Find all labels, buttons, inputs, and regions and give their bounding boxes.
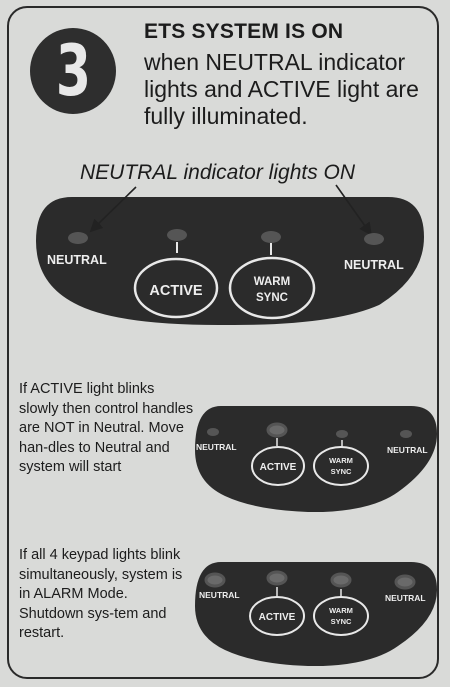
neutral-light-right-blinking (394, 574, 416, 590)
neutral-light-right (364, 233, 384, 245)
keypad-main: NEUTRAL NEUTRAL ACTIVE WARM SYNC (34, 175, 424, 335)
warm-label: WARM (329, 456, 353, 465)
keypad-small-alarm: NEUTRAL NEUTRAL ACTIVE WARM SYNC (193, 558, 439, 670)
neutral-light-left (207, 428, 219, 436)
warm-label: WARM (329, 606, 353, 615)
sync-label: SYNC (256, 292, 288, 304)
active-button (249, 596, 305, 636)
active-label: ACTIVE (259, 612, 296, 623)
warm-sync-button (313, 446, 369, 486)
neutral-light-right (400, 430, 412, 438)
page-description: when NEUTRAL indicator lights and ACTIVE… (144, 49, 419, 129)
neutral-label-left: NEUTRAL (196, 442, 237, 452)
warm-sync-light (261, 231, 281, 243)
neutral-light-left-blinking (204, 572, 226, 588)
sync-label: SYNC (331, 617, 352, 626)
active-label: ACTIVE (260, 462, 297, 473)
note-active-blink: If ACTIVE light blinks slowly then contr… (19, 381, 194, 476)
warm-sync-light-blinking (330, 572, 352, 588)
keypad-caption: NEUTRAL indicator lights ON (80, 161, 356, 184)
neutral-label-left: NEUTRAL (199, 590, 240, 600)
active-label: ACTIVE (149, 283, 203, 299)
active-light-blinking (266, 570, 288, 586)
active-light (167, 229, 187, 241)
neutral-label-right: NEUTRAL (387, 445, 428, 455)
active-button (133, 257, 219, 319)
arrow-right (335, 184, 372, 236)
keypad-body (36, 197, 424, 325)
neutral-light-left (68, 232, 88, 244)
step-number-badge: 3 (30, 28, 116, 114)
arrow-left (89, 186, 137, 233)
page-title: ETS SYSTEM IS ON (144, 20, 344, 43)
neutral-label-left: NEUTRAL (47, 253, 107, 267)
warm-sync-button (313, 596, 369, 636)
keypad-small-body (195, 562, 437, 666)
warm-sync-button (228, 256, 316, 320)
keypad-small-active-blink: NEUTRAL NEUTRAL ACTIVE WARM SYNC (193, 402, 439, 516)
neutral-label-right: NEUTRAL (385, 593, 426, 603)
warm-label: WARM (254, 276, 290, 288)
sync-label: SYNC (331, 467, 352, 476)
step-number: 3 (55, 30, 91, 112)
active-button (251, 446, 305, 486)
note-alarm-mode: If all 4 keypad lights blink simultaneou… (19, 547, 183, 642)
warm-sync-light (336, 430, 348, 438)
page-frame (7, 6, 439, 679)
active-light-blinking (266, 422, 288, 438)
neutral-label-right: NEUTRAL (344, 258, 404, 272)
